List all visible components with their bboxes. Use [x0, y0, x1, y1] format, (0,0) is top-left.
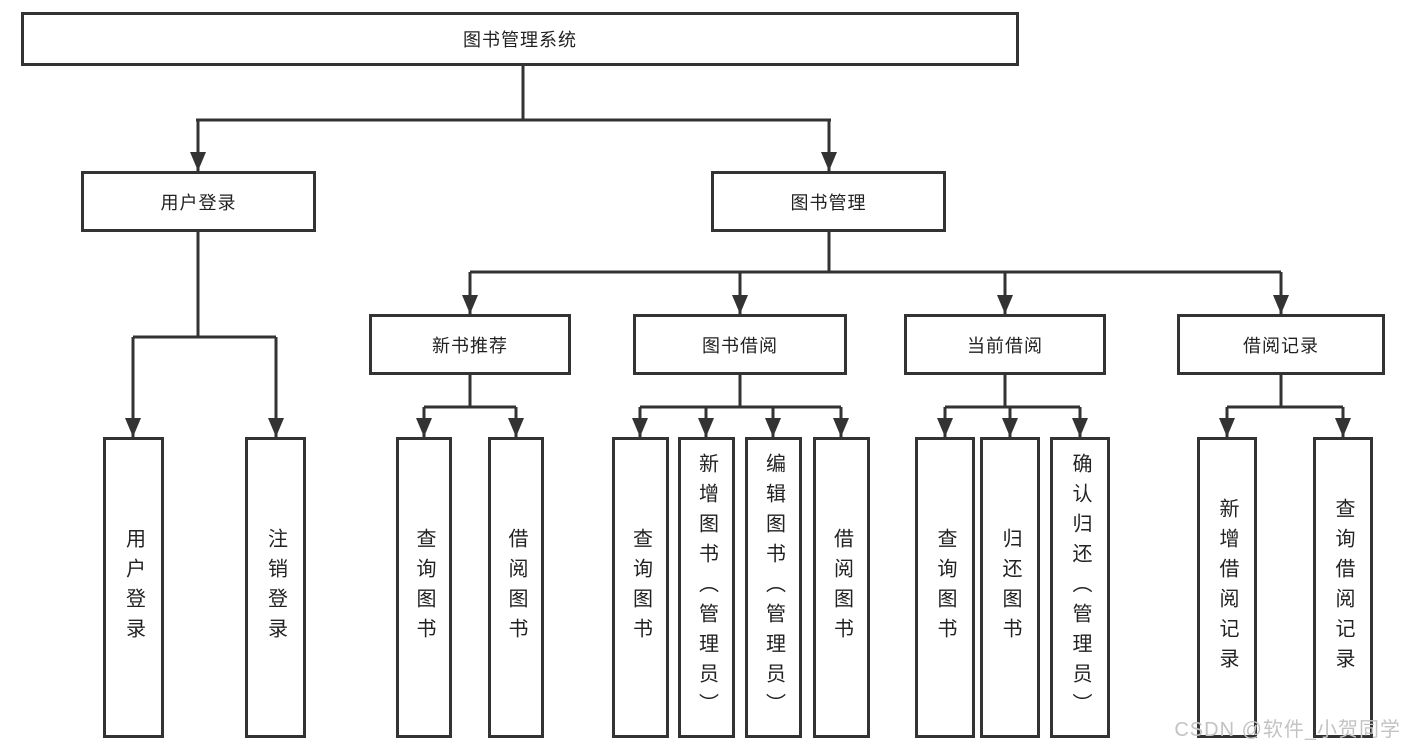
leaf-cb-confirm-return-admin-label: 确认归还（管理员）: [1069, 452, 1091, 723]
node-root-system-label: 图书管理系统: [463, 30, 577, 50]
leaf-logout: 注销登录: [245, 437, 306, 738]
leaf-br-add-record-label: 新增借阅记录: [1216, 497, 1238, 678]
leaf-bb-borrow-books-label: 借阅图书: [830, 527, 853, 648]
leaf-bb-edit-books-admin: 编辑图书（管理员）: [745, 437, 802, 738]
leaf-nb-borrow-books-label: 借阅图书: [505, 527, 527, 648]
leaf-cb-query-books: 查询图书: [915, 437, 975, 738]
leaf-bb-add-books-admin: 新增图书（管理员）: [678, 437, 735, 738]
leaf-bb-query-books: 查询图书: [612, 437, 669, 738]
leaf-br-query-record: 查询借阅记录: [1313, 437, 1373, 738]
leaf-bb-add-books-admin-label: 新增图书（管理员）: [695, 452, 718, 723]
leaf-bb-query-books-label: 查询图书: [629, 527, 652, 648]
node-user-login: 用户登录: [81, 171, 316, 232]
leaf-cb-confirm-return-admin: 确认归还（管理员）: [1050, 437, 1110, 738]
node-new-book-recommend: 新书推荐: [369, 314, 571, 375]
node-book-management-label: 图书管理: [790, 192, 867, 213]
node-root-system: 图书管理系统: [21, 12, 1019, 66]
leaf-cb-return-books: 归还图书: [980, 437, 1040, 738]
node-borrow-records-label: 借阅记录: [1243, 335, 1319, 356]
leaf-bb-borrow-books: 借阅图书: [813, 437, 870, 738]
leaf-user-login-label: 用户登录: [122, 527, 145, 648]
node-book-borrow: 图书借阅: [633, 314, 847, 375]
node-user-login-label: 用户登录: [160, 192, 237, 213]
leaf-user-login: 用户登录: [103, 437, 164, 738]
leaf-nb-borrow-books: 借阅图书: [488, 437, 544, 738]
leaf-br-add-record: 新增借阅记录: [1197, 437, 1257, 738]
node-book-borrow-label: 图书借阅: [702, 335, 778, 356]
leaf-bb-edit-books-admin-label: 编辑图书（管理员）: [762, 452, 785, 723]
node-current-borrow-label: 当前借阅: [967, 335, 1043, 356]
leaf-logout-label: 注销登录: [264, 527, 287, 648]
leaf-cb-query-books-label: 查询图书: [934, 527, 956, 648]
leaf-cb-return-books-label: 归还图书: [999, 527, 1021, 648]
node-current-borrow: 当前借阅: [904, 314, 1106, 375]
csdn-watermark: CSDN @软件_小贺同学: [1174, 719, 1401, 741]
leaf-nb-query-books-label: 查询图书: [413, 527, 435, 648]
node-new-book-recommend-label: 新书推荐: [432, 335, 508, 356]
node-book-management: 图书管理: [711, 171, 946, 232]
leaf-nb-query-books: 查询图书: [396, 437, 452, 738]
leaf-br-query-record-label: 查询借阅记录: [1332, 497, 1354, 678]
node-borrow-records: 借阅记录: [1177, 314, 1385, 375]
